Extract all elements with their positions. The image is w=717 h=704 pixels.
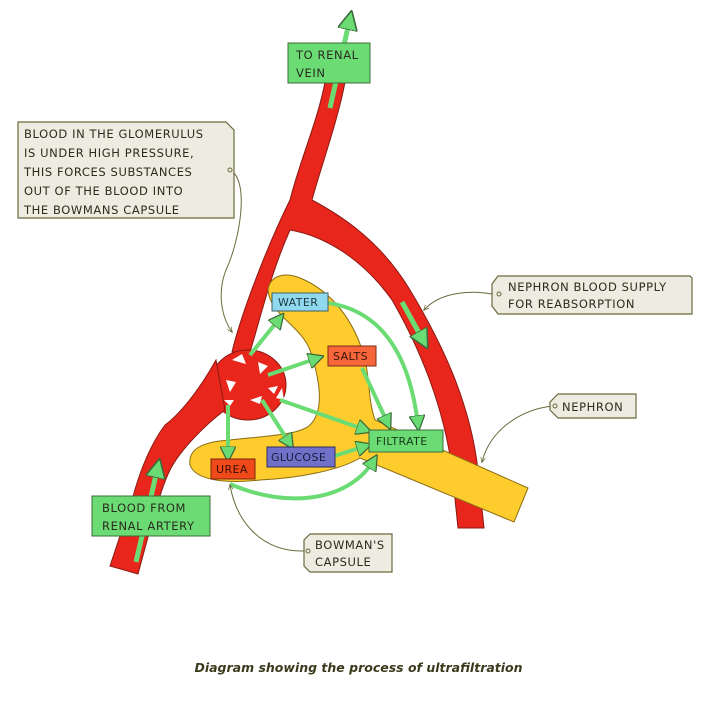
- arrow-glucose-filtrate: [333, 446, 366, 458]
- callout-nephron: NEPHRON: [549, 393, 637, 419]
- callout-glomerulus-line4: OUT OF THE BLOOD INTO: [24, 184, 183, 198]
- callout-bowmans-line1: BOWMAN'S: [315, 538, 385, 552]
- label-filtrate: FILTRATE: [376, 435, 428, 448]
- arrow-water-filtrate: [317, 300, 418, 425]
- capillary-gap: [232, 354, 246, 364]
- arrow-to-water: [248, 318, 280, 357]
- capillary-gap: [258, 362, 268, 374]
- sign-renal-vein-line2: VEIN: [296, 66, 326, 80]
- arrow-glom-filtrate: [279, 398, 366, 430]
- callout-nephron-text: NEPHRON: [562, 400, 623, 414]
- box-glucose: GLUCOSE: [266, 446, 336, 468]
- leader-nephron: [482, 405, 553, 462]
- label-salts: SALTS: [333, 350, 368, 363]
- box-urea: UREA: [210, 458, 256, 480]
- sign-renal-artery: BLOOD FROM RENAL ARTERY: [91, 495, 211, 537]
- sign-renal-vein: TO RENAL VEIN: [287, 42, 371, 84]
- box-salts: SALTS: [327, 345, 377, 367]
- callout-leaders: [220, 169, 553, 552]
- callout-blood-supply-line2: FOR REABSORPTION: [508, 297, 635, 311]
- filtration-arrows: [228, 300, 418, 501]
- capillary-gap: [268, 386, 278, 394]
- callout-blood-supply-line1: NEPHRON BLOOD SUPPLY: [508, 280, 667, 294]
- leader-glomerulus: [220, 169, 242, 332]
- capillary-gap: [250, 396, 262, 404]
- leader-bowmans: [230, 485, 305, 552]
- arrow-to-glucose: [260, 398, 290, 444]
- capillary-gap: [226, 380, 236, 392]
- callout-glomerulus-line2: IS UNDER HIGH PRESSURE,: [24, 146, 194, 160]
- callout-glomerulus: BLOOD IN THE GLOMERULUS IS UNDER HIGH PR…: [17, 121, 235, 219]
- box-water: WATER: [271, 292, 329, 312]
- capillary-gap: [276, 388, 284, 400]
- sign-renal-vein-line1: TO RENAL: [295, 48, 359, 62]
- sign-renal-artery-line2: RENAL ARTERY: [102, 519, 195, 533]
- capillary-gap: [224, 400, 234, 406]
- label-urea: UREA: [216, 463, 248, 476]
- arrow-urea-filtrate: [229, 460, 374, 501]
- label-glucose: GLUCOSE: [271, 451, 326, 464]
- label-water: WATER: [278, 296, 318, 309]
- callout-bowmans-line2: CAPSULE: [315, 555, 371, 569]
- renal-vein: [231, 81, 485, 529]
- callout-glomerulus-line5: THE BOWMANS CAPSULE: [23, 203, 180, 217]
- sign-renal-artery-line1: BLOOD FROM: [102, 501, 186, 515]
- leader-blood-supply: [424, 291, 493, 310]
- diagram-caption: Diagram showing the process of ultrafilt…: [194, 660, 523, 675]
- callout-bowmans: BOWMAN'S CAPSULE: [303, 533, 393, 573]
- callout-glomerulus-line3: THIS FORCES SUBSTANCES: [23, 165, 192, 179]
- callout-glomerulus-line1: BLOOD IN THE GLOMERULUS: [24, 127, 204, 141]
- arrow-salts-filtrate: [360, 367, 388, 424]
- box-filtrate: FILTRATE: [368, 429, 444, 453]
- blood-flow-arrow: [399, 300, 424, 342]
- callout-blood-supply: NEPHRON BLOOD SUPPLY FOR REABSORPTION: [491, 275, 693, 315]
- arrow-to-salts: [267, 358, 318, 377]
